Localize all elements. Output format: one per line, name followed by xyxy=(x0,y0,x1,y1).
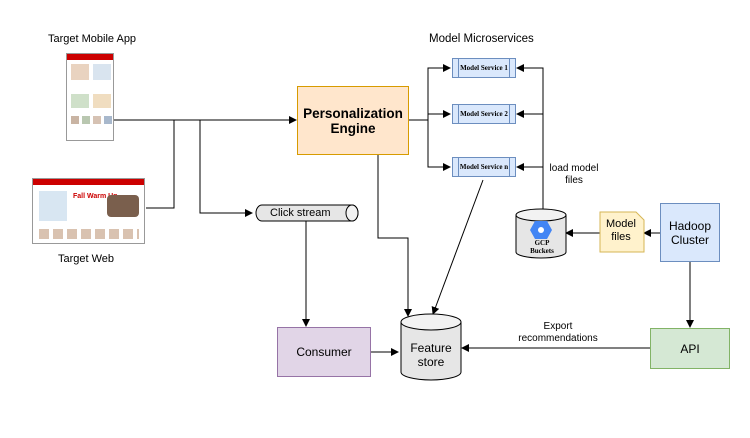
gcp-buckets-label: GCP Buckets xyxy=(530,239,554,255)
edge-load-model-files xyxy=(516,64,544,210)
consumer: Consumer xyxy=(277,327,371,377)
feature-store-shape xyxy=(400,313,462,381)
microservices-title: Model Microservices xyxy=(429,33,534,45)
personalization-engine: Personalization Engine xyxy=(297,86,409,155)
gcp-bucket-shape xyxy=(515,208,567,259)
api: API xyxy=(650,328,730,369)
web-screenshot: Fall Warm Up xyxy=(32,178,145,244)
feature-store-label: Feature store xyxy=(410,341,452,369)
edge-to-services xyxy=(409,64,451,121)
web-banner: Fall Warm Up xyxy=(73,193,118,200)
load-model-files-label: load model files xyxy=(549,163,599,186)
click-stream-label: Click stream xyxy=(270,207,331,219)
edge-personalization-to-featurestore xyxy=(377,155,412,317)
model-service-2: Model Service 2 xyxy=(452,104,516,124)
hadoop-cluster: Hadoop Cluster xyxy=(660,203,720,262)
edge-service-n-to-featurestore xyxy=(431,179,484,315)
mobile-app-screenshot xyxy=(66,53,114,141)
web-label: Target Web xyxy=(58,253,115,265)
edge-to-clickstream xyxy=(199,120,253,217)
model-files-label: Model files xyxy=(606,218,636,243)
model-files-shape xyxy=(599,211,645,253)
export-recommendations-label: Export recommendations xyxy=(518,321,598,344)
edge-mobile xyxy=(114,119,175,209)
mobile-app-label: Target Mobile App xyxy=(48,33,137,45)
click-stream-shape xyxy=(255,204,359,222)
edge-to-service-n xyxy=(427,120,451,171)
model-service-1: Model Service 1 xyxy=(452,58,516,78)
model-service-n: Model Service n xyxy=(452,157,516,177)
